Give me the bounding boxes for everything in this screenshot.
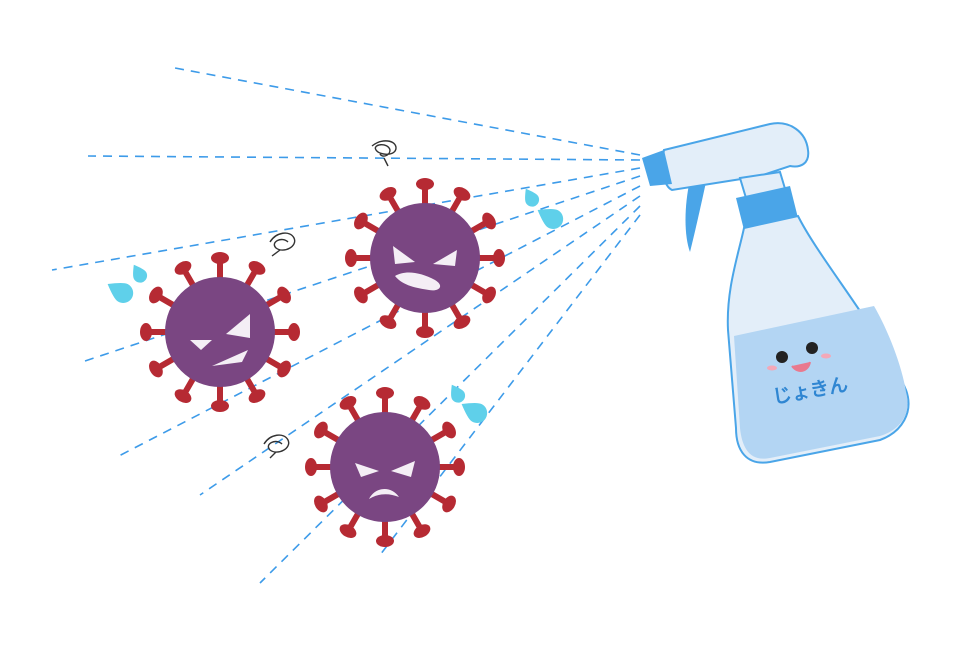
- virus-icon: [345, 178, 505, 338]
- virus-icon: [140, 252, 300, 412]
- dizzy-swirl-icon: [263, 140, 397, 459]
- virus-icon: [305, 387, 465, 547]
- spray-bottle-icon: [642, 122, 910, 464]
